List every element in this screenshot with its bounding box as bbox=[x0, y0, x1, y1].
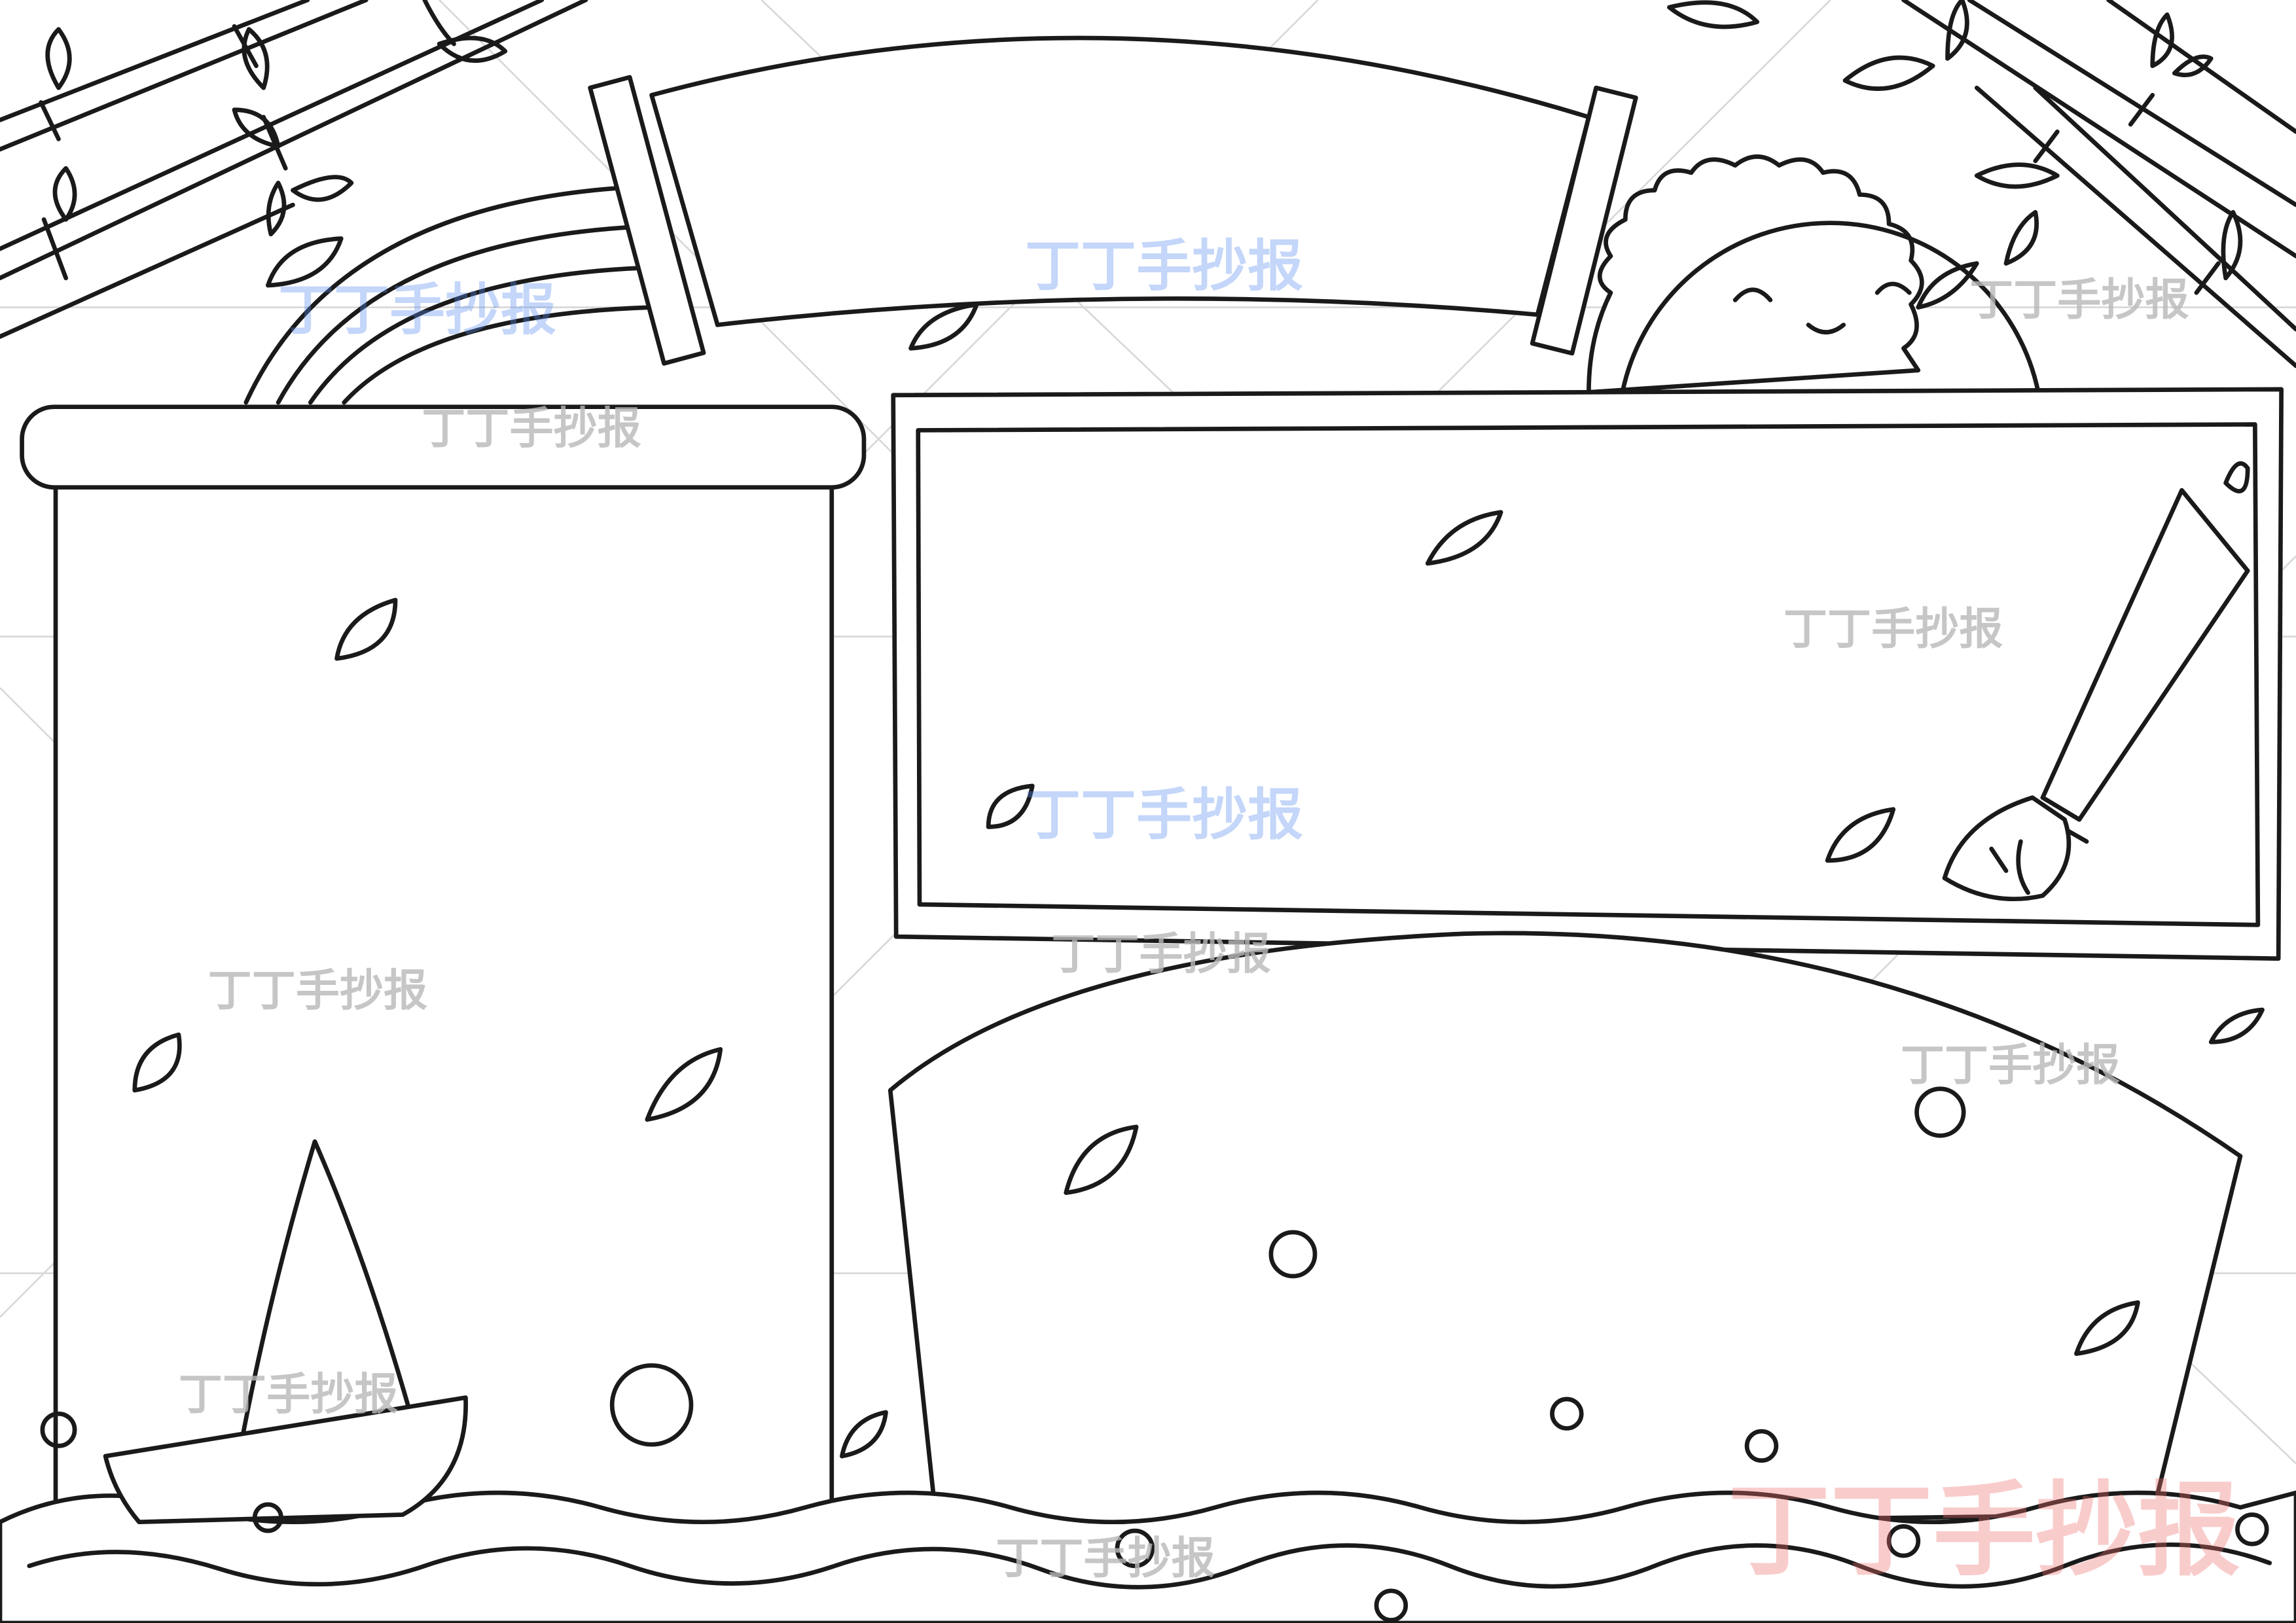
bubbles bbox=[40, 1086, 2269, 1622]
left-scroll-panel bbox=[20, 404, 867, 1535]
bamboo-right bbox=[1667, 0, 2296, 368]
svg-text:丁丁手抄报: 丁丁手抄报 bbox=[1025, 783, 1303, 848]
right-frame-panel bbox=[891, 387, 2284, 961]
sailboat bbox=[103, 1139, 468, 1525]
title-banner bbox=[588, 35, 1638, 366]
leaves bbox=[132, 236, 2265, 1459]
svg-text:丁丁手抄报: 丁丁手抄报 bbox=[422, 403, 641, 454]
svg-text:丁丁手抄报: 丁丁手抄报 bbox=[1051, 928, 1271, 979]
watermarks: 丁丁手抄报 丁丁手抄报 丁丁手抄报 丁丁手抄报 丁丁手抄报 丁丁手抄报 丁丁手抄… bbox=[179, 234, 2240, 1590]
svg-text:丁丁手抄报: 丁丁手抄报 bbox=[1728, 1471, 2240, 1590]
rainbow bbox=[243, 185, 654, 405]
svg-text:丁丁手抄报: 丁丁手抄报 bbox=[1969, 274, 2189, 325]
svg-text:丁丁手抄报: 丁丁手抄报 bbox=[996, 1533, 1215, 1584]
svg-text:丁丁手抄报: 丁丁手抄报 bbox=[278, 278, 556, 343]
hill-panel bbox=[888, 931, 2243, 1532]
paintbrush bbox=[1942, 461, 2250, 902]
svg-text:丁丁手抄报: 丁丁手抄报 bbox=[1025, 234, 1303, 299]
svg-text:丁丁手抄报: 丁丁手抄报 bbox=[179, 1369, 399, 1420]
sun bbox=[1587, 154, 2041, 395]
bamboo-left bbox=[0, 0, 588, 339]
svg-text:丁丁手抄报: 丁丁手抄报 bbox=[208, 965, 428, 1016]
svg-text:丁丁手抄报: 丁丁手抄报 bbox=[1901, 1039, 2121, 1090]
svg-text:丁丁手抄报: 丁丁手抄报 bbox=[1784, 603, 2003, 654]
